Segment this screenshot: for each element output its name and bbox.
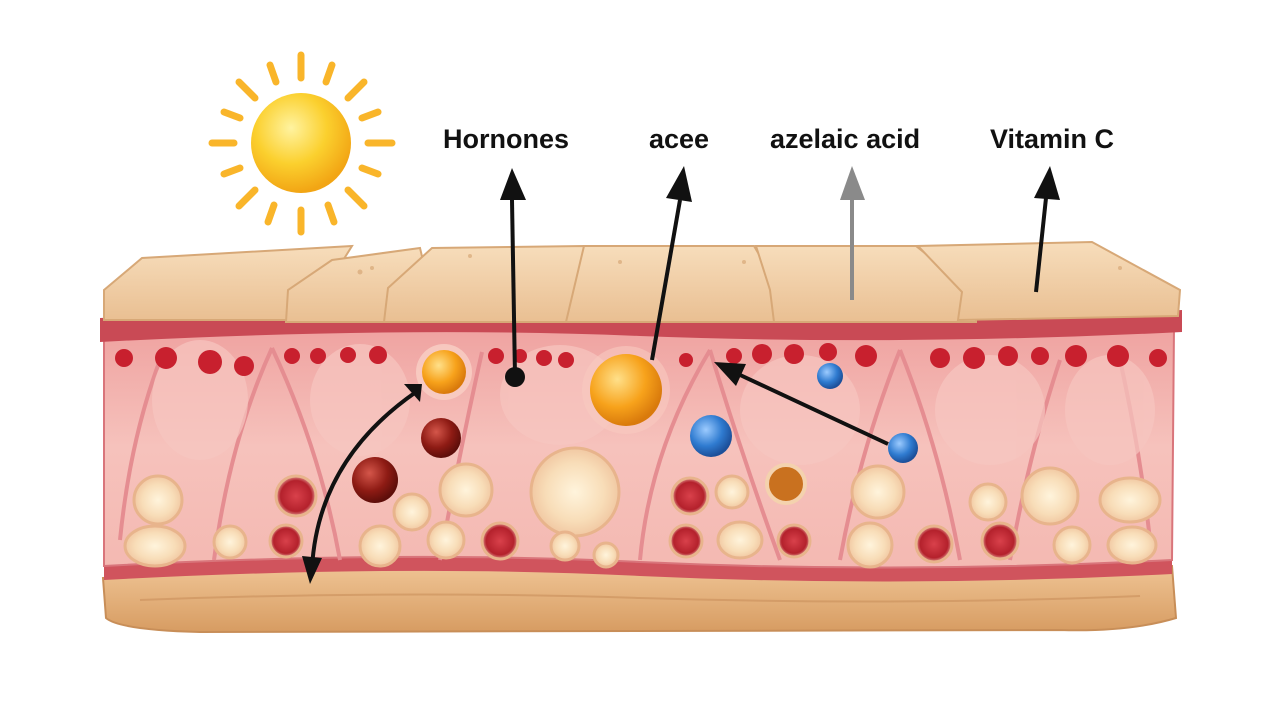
- label-hormones: Hornones: [443, 124, 570, 154]
- stratum-corneum: [103, 240, 1182, 323]
- vitamin-c-arrow: [1034, 197, 1048, 293]
- hormones-arrow: [510, 199, 517, 377]
- label-azelaic-acid: azelaic acid: [770, 124, 921, 154]
- particles: [352, 344, 918, 503]
- acee-arrow: [650, 199, 682, 361]
- sun-icon: [208, 51, 396, 236]
- label-vitamin-c: Vitamin C: [990, 124, 1115, 154]
- label-acee: acee: [649, 124, 710, 154]
- arrows: [302, 166, 1060, 584]
- dermal-cells: [123, 446, 1162, 569]
- corneum-texture: [357, 254, 1122, 275]
